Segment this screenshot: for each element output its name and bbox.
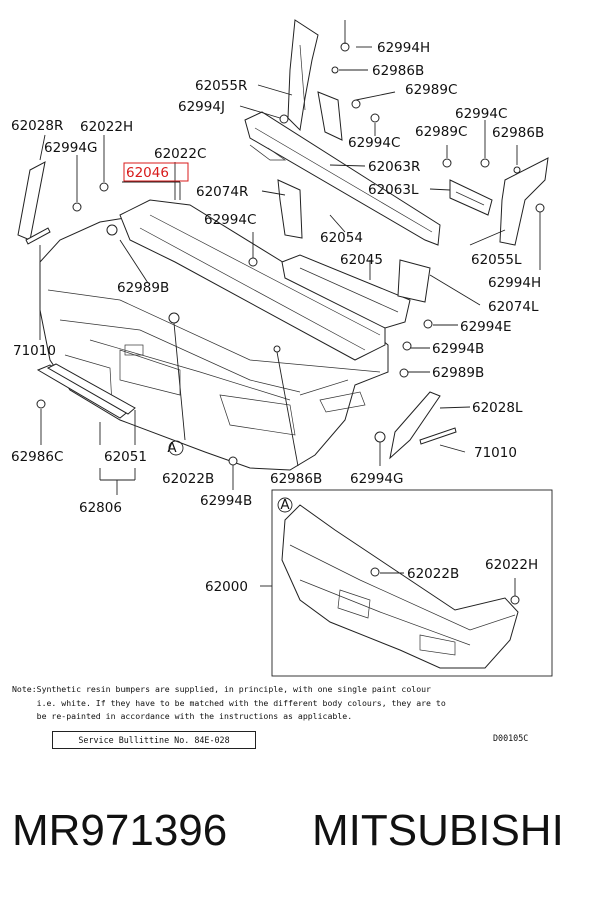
label-62994c-center: 62994C: [204, 212, 256, 228]
label-71010-right: 71010: [474, 445, 517, 461]
callout-a-inset-circle: [277, 497, 293, 513]
part-labels: 62994H 62986B 62055R 62989C 62994J 62994…: [11, 40, 544, 595]
diagram-code: D00105C: [493, 733, 529, 743]
label-62022h-inset: 62022H: [485, 557, 538, 573]
callout-a-inset-label: A: [280, 497, 290, 513]
label-62000: 62000: [205, 579, 248, 595]
label-62994b-bottom: 62994B: [200, 493, 252, 509]
lower-stay: [281, 254, 411, 329]
label-62994c-mid: 62994C: [348, 135, 400, 151]
bumper-exploded-diagram: 62994H 62986B 62055R 62989C 62994J 62994…: [11, 19, 553, 677]
service-bulletin-box: Service Bullittine No. 84E-028: [52, 731, 256, 749]
label-62022c: 62022C: [154, 146, 206, 162]
label-71010-left: 71010: [13, 343, 56, 359]
bracket-62063r: [317, 91, 343, 141]
label-62046-highlighted: 62046: [126, 165, 169, 181]
inset-bumper: [281, 504, 520, 669]
label-62989b-right: 62989B: [432, 365, 484, 381]
label-62022b-inset: 62022B: [407, 566, 459, 582]
trim-strip-right: [419, 427, 457, 445]
side-bracket-r: [287, 19, 319, 132]
side-moulding-r: [17, 161, 46, 241]
label-62994c-right: 62994C: [455, 106, 507, 122]
callout-a-label: A: [167, 440, 177, 456]
inset-frame: [271, 489, 553, 677]
side-moulding-l: [389, 391, 441, 460]
label-62989c-right: 62989C: [415, 124, 467, 140]
label-62994h-top: 62994H: [377, 40, 430, 56]
label-62806: 62806: [79, 500, 122, 516]
label-62989b-left: 62989B: [117, 280, 169, 296]
label-62051: 62051: [104, 449, 147, 465]
label-62063r: 62063R: [368, 159, 420, 175]
highlight-box-62046: [123, 162, 189, 182]
label-62028l: 62028L: [472, 400, 523, 416]
bracket-62074r: [277, 179, 303, 239]
note-text: Note:Synthetic resin bumpers are supplie…: [12, 684, 446, 722]
label-62045: 62045: [340, 252, 383, 268]
label-62028r: 62028R: [11, 118, 63, 134]
label-62022b: 62022B: [162, 471, 214, 487]
label-62994j: 62994J: [178, 99, 225, 115]
footer-part-number: MR971396: [12, 806, 228, 855]
leader-lines: [39, 20, 541, 596]
label-62994e: 62994E: [460, 319, 511, 335]
fasteners: [36, 42, 545, 466]
side-bracket-l: [499, 157, 549, 246]
lower-moulding-62806: [36, 363, 136, 419]
label-62986b-right: 62986B: [492, 125, 544, 141]
upper-absorber: [119, 199, 386, 361]
bracket-62063l: [449, 179, 493, 216]
label-62986b-bottom: 62986B: [270, 471, 322, 487]
label-62986b-top: 62986B: [372, 63, 424, 79]
label-62994g-bottom: 62994G: [350, 471, 403, 487]
label-62063l: 62063L: [368, 182, 419, 198]
callout-a-circle: [168, 440, 184, 456]
label-62986c: 62986C: [11, 449, 63, 465]
label-62994g-left: 62994G: [44, 140, 97, 156]
label-62994b-right: 62994B: [432, 341, 484, 357]
label-62989c-top: 62989C: [405, 82, 457, 98]
label-62994h-right: 62994H: [488, 275, 541, 291]
label-62055l: 62055L: [471, 252, 522, 268]
label-62054: 62054: [320, 230, 363, 246]
label-62074l: 62074L: [488, 299, 539, 315]
label-62022h: 62022H: [80, 119, 133, 135]
trim-strip-left: [25, 227, 51, 245]
label-62074r: 62074R: [196, 184, 248, 200]
footer-brand: MITSUBISHI: [312, 806, 564, 855]
bracket-62074l: [397, 259, 431, 303]
bumper-reinforcement: [244, 111, 441, 246]
label-62055r: 62055R: [195, 78, 247, 94]
